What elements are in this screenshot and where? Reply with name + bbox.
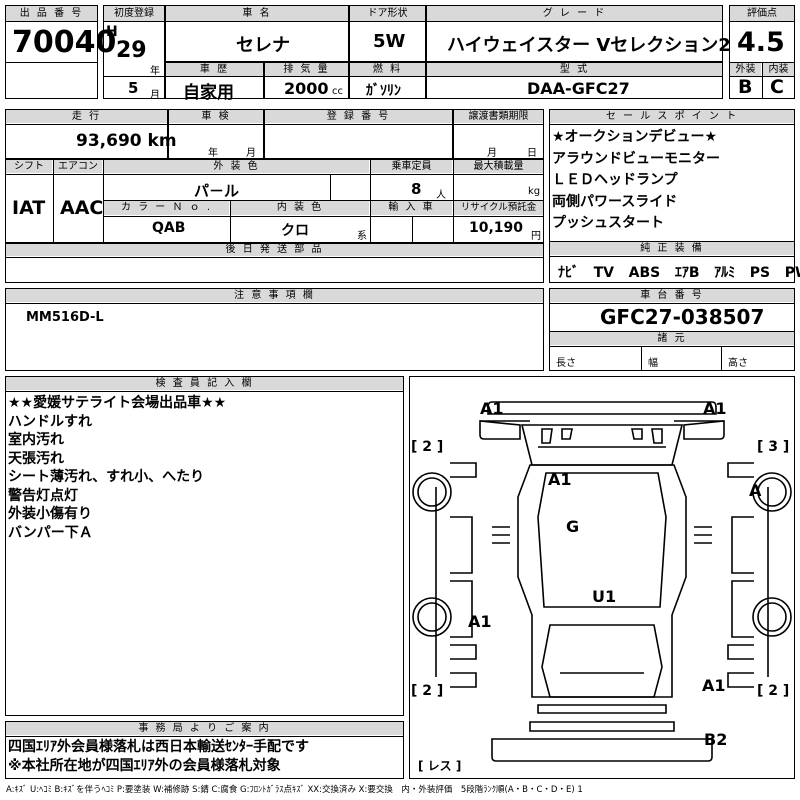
equipment-list: ﾅﾋﾞ TV ABS ｴｱB ｱﾙﾐ PS PW	[558, 265, 800, 281]
model-cell	[426, 62, 723, 99]
mark-rear: B2	[704, 730, 728, 749]
sales-point: ＬＥＤヘッドランプ	[552, 172, 678, 188]
bracket-top-left: [ 2 ]	[411, 439, 444, 455]
office-line: 四国ｴﾘｱ外会員様落札は西日本輸送ｾﾝﾀｰ手配です	[8, 739, 309, 755]
bracket-bottom-right: [ 2 ]	[757, 683, 790, 699]
inspector-line: 室内汚れ	[8, 432, 64, 448]
sales-point: アラウンドビューモニター	[552, 150, 720, 167]
notes-cell	[5, 288, 544, 371]
bracket-bottom-left: [ 2 ]	[411, 683, 444, 699]
inspector-line: ハンドルすれ	[8, 413, 92, 430]
history-value: 自家用	[183, 83, 234, 103]
ac-value: AAC	[60, 197, 104, 219]
fuel-value: ｶﾞｿﾘﾝ	[366, 83, 401, 99]
history-cell	[165, 62, 264, 99]
first-registration-header: 初度登録	[104, 6, 164, 21]
inspector-line: 天張汚れ	[8, 450, 64, 467]
mark-left-rear: A1	[468, 612, 492, 631]
interior-score: C	[770, 76, 784, 98]
spec-block	[5, 159, 544, 243]
exterior-score: B	[738, 76, 753, 98]
mark-front-right: A1	[703, 399, 727, 418]
displacement-value: 2000	[284, 79, 329, 98]
sales-point: ★オークションデビュー★	[552, 129, 718, 145]
car-name-value: セレナ	[236, 35, 290, 56]
lot-number-header: 出 品 番 号	[6, 6, 97, 21]
door-value: 5W	[373, 31, 406, 52]
sales-points-cell	[549, 109, 795, 283]
sales-point: プッシュスタート	[552, 215, 664, 231]
interior-color-value: クロ	[281, 223, 309, 239]
color-number-value: QAB	[152, 220, 186, 236]
mark-glass: G	[566, 517, 580, 536]
model-value: DAA-GFC27	[527, 79, 630, 98]
mark-roof: A1	[548, 470, 572, 489]
car-name-cell	[165, 5, 349, 62]
mark-right-front-wheel: A	[749, 481, 762, 500]
bracket-rest: [ レス ]	[418, 759, 462, 773]
displacement-cell	[264, 62, 349, 99]
later-parts-cell	[5, 243, 544, 283]
office-line: ※本社所在地が四国ｴﾘｱ外の会員様落札対象	[8, 757, 281, 774]
mark-rear-right: A1	[702, 676, 726, 695]
era: H	[106, 24, 118, 40]
inspector-line: バンパー下Ａ	[8, 524, 93, 541]
lot-number-cell	[5, 5, 98, 99]
grade-value: ハイウェイスター Vセレクション2	[447, 35, 731, 56]
sales-point: 両側パワースライド	[552, 193, 678, 210]
plate-cell	[264, 109, 453, 159]
damage-legend: A:ｷｽﾞ U:ﾍｺﾐ B:ｷｽﾞを伴うﾍｺﾐ P:要塗装 W:補修跡 S:錆 …	[6, 785, 583, 795]
transfer-cell	[453, 109, 544, 159]
mark-front-left: A1	[480, 399, 504, 418]
inspector-line: ★★愛媛サテライト会場出品車★★	[8, 395, 227, 411]
notes-value: MM516D-L	[26, 310, 104, 325]
damage-diagram: A1 A1 A1 A G U1 A1 A1 B2 [ 2 ] [ 3 ] [ 2…	[409, 376, 795, 779]
bracket-top-right: [ 3 ]	[757, 439, 790, 455]
score-value: 4.5	[737, 27, 785, 58]
inspector-line: 警告灯点灯	[8, 487, 78, 504]
recycle-fee-value: 10,190	[469, 220, 524, 236]
office-notice-cell	[5, 721, 404, 779]
capacity-value: 8	[411, 180, 422, 198]
inspector-line: シート薄汚れ、すれ小、へたり	[8, 469, 205, 485]
chassis-cell	[549, 288, 795, 371]
mileage-value: 93,690 km	[76, 131, 177, 151]
mark-floor: U1	[592, 587, 617, 606]
lot-number-value: 70040	[12, 25, 117, 60]
first-registration-cell	[103, 5, 165, 99]
inspector-notes-cell	[5, 376, 404, 716]
grade-cell	[426, 5, 723, 62]
fuel-cell	[349, 62, 426, 99]
inspection-cell	[168, 109, 264, 159]
inspector-line: 外装小傷有り	[8, 506, 92, 522]
first-reg-year: 29	[116, 38, 147, 63]
chassis-number-value: GFC27-038507	[600, 305, 765, 329]
first-reg-month: 5	[128, 79, 139, 97]
exterior-color-value: パ－ル	[194, 182, 240, 200]
mileage-cell	[5, 109, 168, 159]
door-cell	[349, 5, 426, 62]
shift-value: IAT	[12, 197, 46, 219]
